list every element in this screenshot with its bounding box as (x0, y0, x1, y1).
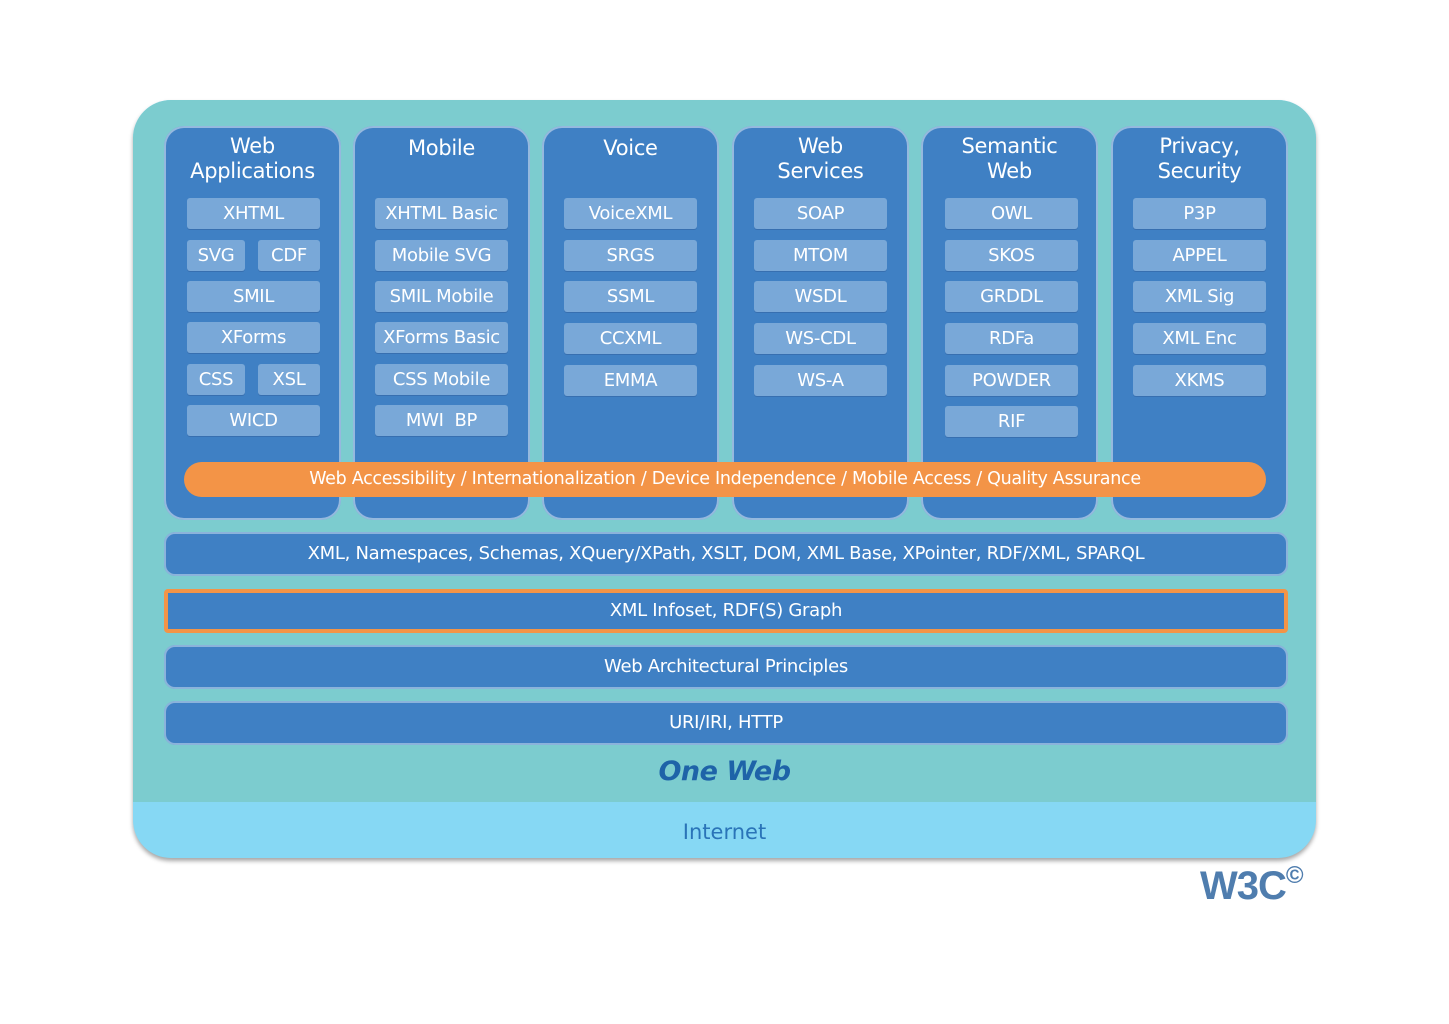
tech-box: CSS Mobile (375, 364, 508, 395)
column-title: Semantic Web (961, 134, 1058, 183)
tech-box: WICD (187, 405, 320, 436)
cross-cutting-bar: Web Accessibility / Internationalization… (184, 462, 1266, 497)
tech-box: MWI BP (375, 405, 508, 436)
tech-box: XHTML (187, 198, 320, 229)
tech-box: SSML (564, 281, 697, 312)
tech-box: SMIL Mobile (375, 281, 508, 312)
tech-box: XSL (258, 364, 320, 395)
tech-box: RIF (945, 406, 1078, 437)
layer-xml-infoset: XML Infoset, RDF(S) Graph (164, 589, 1288, 633)
tech-box: APPEL (1133, 240, 1266, 271)
column-title: Privacy, Security (1157, 134, 1242, 183)
tech-box: EMMA (564, 365, 697, 396)
tech-box: Mobile SVG (375, 240, 508, 271)
tech-box: VoiceXML (564, 198, 697, 229)
layer-web-architecture: Web Architectural Principles (164, 645, 1288, 689)
tech-box: XKMS (1133, 365, 1266, 396)
tech-box: POWDER (945, 365, 1078, 396)
tech-box: SKOS (945, 240, 1078, 271)
tech-box: OWL (945, 198, 1078, 229)
column-semantic-web: Semantic Web OWL SKOS GRDDL RDFa POWDER … (921, 126, 1098, 520)
w3c-logo: W3C© (1200, 862, 1304, 909)
tech-box: SMIL (187, 281, 320, 312)
column-web-services: Web Services SOAP MTOM WSDL WS-CDL WS-A (732, 126, 909, 520)
tech-box: RDFa (945, 323, 1078, 354)
copyright-mark: © (1285, 862, 1304, 889)
tech-box: WS-A (754, 365, 887, 396)
layer-uri-http: URI/IRI, HTTP (164, 701, 1288, 745)
column-voice: Voice VoiceXML SRGS SSML CCXML EMMA (542, 126, 719, 520)
column-privacy-security: Privacy, Security P3P APPEL XML Sig XML … (1111, 126, 1288, 520)
tech-box: WS-CDL (754, 323, 887, 354)
tech-box: XForms (187, 322, 320, 353)
tech-box: WSDL (754, 281, 887, 312)
tech-box: CCXML (564, 323, 697, 354)
tech-box: SRGS (564, 240, 697, 271)
tech-box: XML Enc (1133, 323, 1266, 354)
column-title: Mobile (407, 136, 476, 160)
column-title: Web Services (777, 134, 864, 183)
tech-box: GRDDL (945, 281, 1078, 312)
tech-box: SOAP (754, 198, 887, 229)
internet-label: Internet (682, 820, 767, 844)
column-title: Web Applications (190, 134, 315, 183)
tech-box: CSS (187, 364, 245, 395)
w3c-logo-text: W3C (1200, 864, 1287, 908)
column-mobile: Mobile XHTML Basic Mobile SVG SMIL Mobil… (353, 126, 530, 520)
layer-xml-technologies: XML, Namespaces, Schemas, XQuery/XPath, … (164, 532, 1288, 576)
tech-box: P3P (1133, 198, 1266, 229)
tech-box: MTOM (754, 240, 887, 271)
column-web-applications: Web Applications XHTML SVG CDF SMIL XFor… (164, 126, 341, 520)
column-title: Voice (603, 136, 658, 160)
tech-box: XHTML Basic (375, 198, 508, 229)
tech-box: CDF (258, 240, 320, 271)
one-web-label: One Web (658, 756, 791, 787)
tech-box: SVG (187, 240, 245, 271)
tech-box: XML Sig (1133, 281, 1266, 312)
tech-box: XForms Basic (375, 322, 508, 353)
